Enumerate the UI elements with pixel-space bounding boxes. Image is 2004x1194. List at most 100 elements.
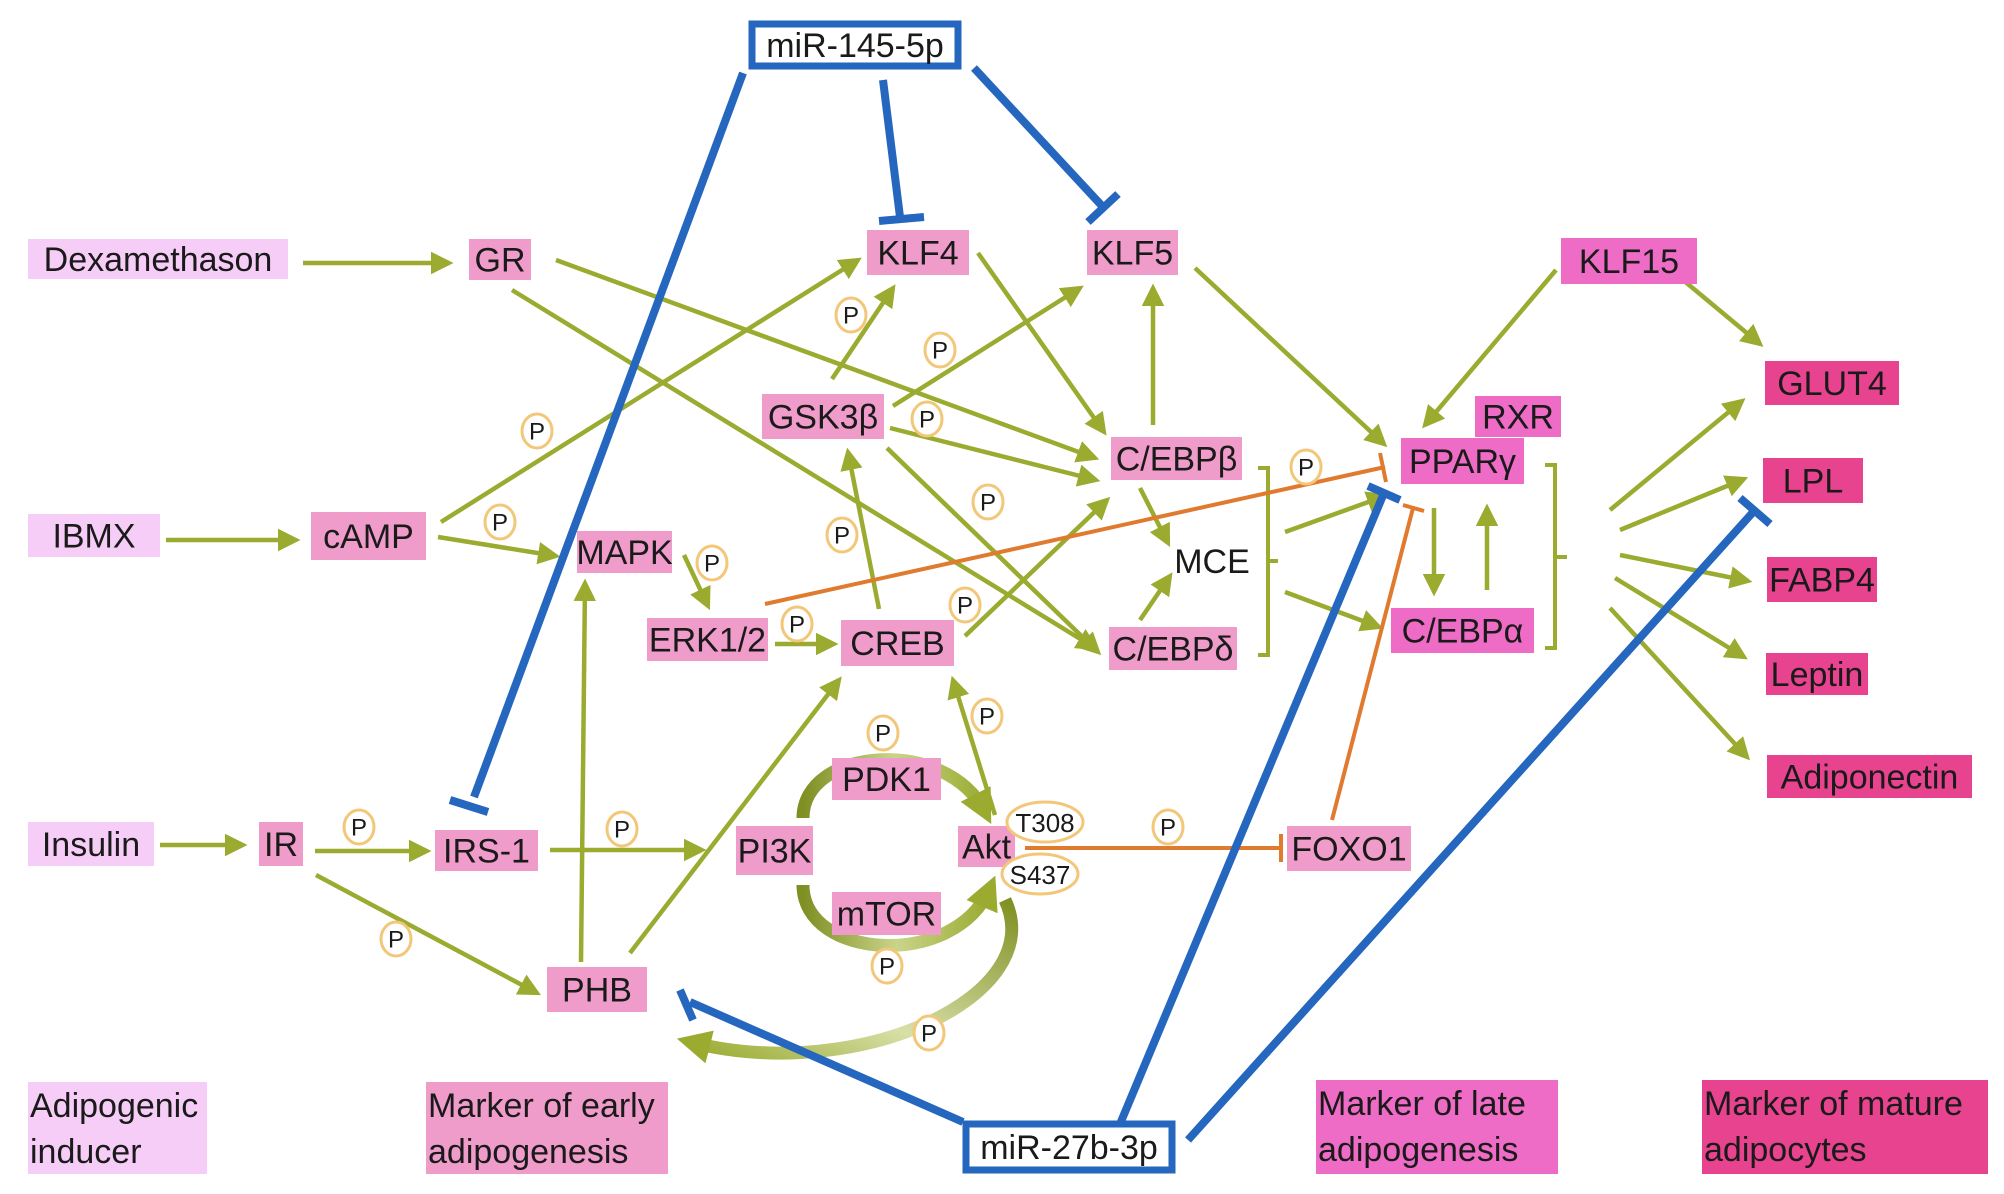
edge-creb-gsk3b: [840, 447, 882, 610]
edge-phb-creb: [628, 676, 842, 955]
svg-text:P: P: [529, 419, 545, 446]
svg-text:P: P: [843, 303, 859, 330]
node-box-cebpd: [1109, 627, 1237, 670]
curve-pi3k-mtor-akt: [796, 875, 998, 952]
node-cebpd: C/EBPδ: [1109, 627, 1237, 670]
legend-swatch: [1316, 1080, 1558, 1174]
svg-text:P: P: [834, 523, 850, 550]
node-label-cebpd: C/EBPδ: [1113, 631, 1234, 669]
node-label-creb: CREB: [850, 625, 944, 663]
edge-creb-cebpb: [963, 496, 1111, 638]
phospho-marker: P: [910, 400, 944, 438]
svg-text:P: P: [388, 927, 404, 954]
svg-text:P: P: [919, 407, 935, 434]
svg-text:P: P: [1160, 815, 1176, 842]
bracket-early-cebp: [1258, 466, 1278, 657]
node-label-klf4: KLF4: [877, 235, 958, 273]
node-label-gr: GR: [475, 242, 526, 280]
phospho-marker: P: [866, 714, 900, 752]
node-label-mir27b: miR-27b-3p: [980, 1129, 1158, 1167]
node-foxo1: FOXO1: [1287, 826, 1411, 871]
node-box-ibmx: [28, 514, 160, 557]
node-label-akt: Akt: [962, 829, 1012, 867]
phospho-marker: P: [825, 516, 859, 554]
edge-foxo1-pparg-inhibition: [1330, 507, 1415, 821]
legend-label: inducer: [30, 1133, 142, 1171]
node-box-mir145: [748, 20, 962, 70]
node-label-irs1: IRS-1: [443, 833, 530, 871]
node-box-glut4: [1765, 361, 1899, 405]
node-mapk: MAPK: [576, 531, 673, 573]
edge-mir145-klf5-tbar: [1085, 191, 1121, 225]
node-label-cebpa: C/EBPα: [1402, 613, 1524, 651]
node-label-lpl: LPL: [1783, 463, 1844, 501]
node-label-foxo1: FOXO1: [1291, 831, 1406, 869]
node-klf5: KLF5: [1087, 230, 1178, 275]
phospho-marker: P: [912, 1014, 946, 1052]
node-insulin: Insulin: [28, 822, 154, 866]
phospho-marker: P: [342, 808, 376, 846]
edge-ir-phb: [314, 873, 541, 996]
node-adiponectin: Adiponectin: [1767, 755, 1972, 798]
node-akt: Akt: [958, 826, 1015, 867]
node-erk: ERK1/2: [647, 618, 768, 661]
edge-erk-pparg-inhibition: [764, 465, 1386, 606]
phospho-marker: P: [870, 947, 904, 985]
edge-gsk3b-klf5: [891, 285, 1084, 408]
node-box-pi3k: [736, 826, 813, 875]
node-box-gr: [469, 239, 531, 280]
node-mce: MCE: [1174, 543, 1250, 581]
legend-label: Adipogenic: [30, 1087, 198, 1125]
edge-mir27b-pparg-tbar: [1366, 482, 1402, 504]
node-box-rxr: [1475, 396, 1561, 437]
node-fabp4: FABP4: [1767, 557, 1877, 602]
node-box-mir27b: [962, 1120, 1176, 1174]
node-cebpa: C/EBPα: [1391, 608, 1534, 653]
node-pparg: PPARγ: [1401, 438, 1524, 484]
node-mir27b: miR-27b-3p: [962, 1120, 1176, 1174]
legend-label: adipogenesis: [1318, 1131, 1518, 1169]
edge-cebpd-mce: [1138, 572, 1173, 622]
node-label-phb: PHB: [562, 972, 632, 1010]
node-label-mce: MCE: [1174, 543, 1250, 581]
edge-erk-pparg-tbar: [1378, 452, 1388, 483]
phospho-marker: P: [948, 586, 982, 624]
svg-text:T308: T308: [1015, 808, 1074, 838]
node-box-cebpb: [1111, 437, 1242, 480]
edge-mir145-klf4-tbar: [878, 213, 925, 225]
edge-mir27b-pparg: [1116, 491, 1388, 1126]
node-creb: CREB: [841, 620, 954, 666]
phospho-marker: P: [780, 605, 814, 643]
edge-mir145-irs1: [470, 71, 747, 799]
edge-mir145-klf4: [879, 79, 904, 218]
node-label-erk: ERK1/2: [649, 622, 766, 660]
edge-pparg-leptin: [1613, 576, 1748, 660]
edge-pparg-glut4: [1608, 398, 1746, 512]
node-label-insulin: Insulin: [42, 826, 140, 864]
edge-klf4-cebpb: [976, 251, 1107, 436]
legend-item-inducer: Adipogenic inducer: [28, 1082, 207, 1174]
node-label-pi3k: PI3K: [738, 833, 812, 871]
node-label-ibmx: IBMX: [52, 518, 135, 556]
node-label-mir145: miR-145-5p: [766, 27, 944, 65]
edge-gsk3b-klf4: [830, 284, 896, 381]
node-label-mapk: MAPK: [576, 534, 673, 572]
edge-pparg-lpl: [1619, 475, 1749, 533]
node-label-ir: IR: [264, 826, 298, 864]
node-klf4: KLF4: [867, 230, 969, 275]
node-box-adiponectin: [1767, 755, 1972, 798]
node-gsk3b: GSK3β: [762, 394, 884, 439]
phospho-marker: P: [1289, 448, 1323, 486]
edge-mce-pparg: [1284, 491, 1390, 535]
node-label-cebpb: C/EBPβ: [1116, 441, 1238, 479]
phospho-marker: P: [695, 544, 729, 582]
svg-text:P: P: [879, 954, 895, 981]
node-box-insulin: [28, 822, 154, 866]
node-box-leptin: [1766, 653, 1868, 695]
edge-camp-mapk: [437, 534, 561, 565]
node-box-erk: [647, 618, 768, 661]
node-box-klf15: [1561, 238, 1697, 284]
legend-swatch: [28, 1082, 207, 1174]
